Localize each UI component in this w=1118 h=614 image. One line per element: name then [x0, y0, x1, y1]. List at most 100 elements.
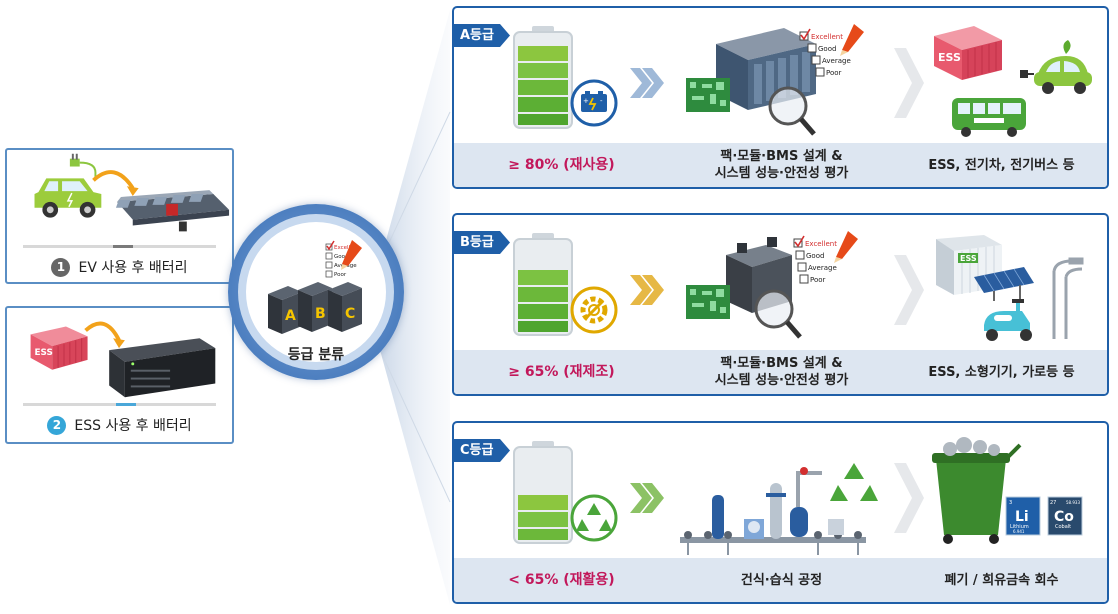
lithium-element-icon: 3 Li Lithium 6.941: [1005, 496, 1041, 536]
grade-tab-shape: [454, 24, 510, 47]
source-label: ESS 사용 후 배터리: [74, 418, 192, 434]
svg-text:Poor: Poor: [810, 276, 826, 284]
svg-text:ESS: ESS: [938, 51, 961, 64]
grade-classification-hub: Excellent Good Average Poor A: [228, 204, 404, 380]
grade-process: 팩·모듈·BMS 설계 & 시스템 성능·안전성 평가: [669, 143, 894, 187]
battery-level-icon: [513, 233, 573, 336]
process-line: 시스템 성능·안전성 평가: [714, 166, 849, 181]
svg-text:B: B: [315, 306, 326, 322]
svg-text:Lithium: Lithium: [1010, 524, 1029, 530]
grade-tab-shape: [454, 439, 510, 462]
card-divider: [23, 403, 216, 406]
card-divider: [23, 245, 216, 248]
grade-threshold: ≥ 65% (재제조): [508, 363, 615, 380]
svg-text:Co: Co: [1054, 509, 1074, 525]
svg-text:C: C: [345, 306, 355, 322]
pcb-board-icon: [686, 285, 730, 319]
battery-rack-icon: [109, 338, 216, 398]
svg-text:Poor: Poor: [334, 272, 347, 278]
svg-text:27: 27: [1050, 500, 1056, 506]
eco-car-icon: [1034, 40, 1092, 94]
grade-b-illustration: Excellent Good Average Poor ESS: [513, 231, 1084, 341]
street-lamp-icon: [1052, 257, 1084, 339]
source-card-ev: 1 EV 사용 후 배터리: [5, 148, 234, 284]
grade-threshold: < 65% (재활용): [508, 571, 615, 588]
evaluation-checklist-icon: Excellent Good Average Poor: [793, 231, 858, 284]
cobalt-element-icon: 27 58.933 Co Cobalt: [1047, 496, 1083, 536]
svg-text:Excellent: Excellent: [334, 245, 360, 251]
process-line: 시스템 성능·안전성 평가: [714, 373, 849, 388]
grade-tab-label: B등급: [460, 235, 494, 250]
grade-info-band: [454, 143, 1107, 187]
grade-applications: ESS, 소형기기, 가로등 등: [928, 364, 1075, 380]
charging-plug-icon: [1020, 70, 1034, 78]
grade-c-panel: C등급: [452, 421, 1109, 604]
svg-text:+: +: [583, 97, 589, 105]
source-card-ess: ESS 2 ESS 사용 후 배터리: [5, 306, 234, 444]
svg-text:A: A: [285, 308, 296, 324]
battery-level-icon: [513, 26, 573, 129]
grade-c-illustration: 3 Li Lithium 6.941 27 58.933 Co Cobalt: [513, 437, 1083, 555]
solar-panel-icon: [974, 267, 1034, 301]
step-number-badge: 2: [47, 415, 67, 435]
ev-to-battery-illustration: [34, 153, 230, 232]
svg-text:Excellent: Excellent: [811, 33, 843, 41]
recycle-badge-icon: [570, 494, 618, 542]
grade-tab-label: A등급: [460, 28, 494, 43]
separator-chevron-icon: [894, 463, 924, 533]
svg-text:Good: Good: [806, 252, 824, 260]
grade-info-band: [454, 350, 1107, 394]
car-battery-badge-icon: + -: [570, 79, 618, 127]
ess-container-icon: ESS: [30, 326, 88, 370]
battery-level-icon: [513, 441, 573, 544]
electric-bus-icon: [952, 98, 1026, 137]
svg-text:Average: Average: [808, 264, 837, 272]
flow-chevron-icon: [630, 275, 664, 305]
flow-chevron-icon: [630, 483, 664, 513]
charging-plug-icon: [69, 153, 97, 179]
flow-chevron-icon: [630, 68, 664, 98]
magnifier-icon: [754, 289, 802, 339]
source-caption-ev: 1 EV 사용 후 배터리: [7, 254, 232, 280]
grade-tab-shape: [454, 231, 510, 254]
battery-pack-icon: [115, 190, 230, 232]
evaluation-checklist-icon: Excellent Good Average Poor: [799, 24, 864, 77]
grade-a-panel: A등급 + -: [452, 6, 1109, 189]
process-line: 팩·모듈·BMS 설계 &: [720, 356, 843, 371]
grade-threshold: ≥ 80% (재사용): [508, 156, 615, 173]
hub-label: 등급 분류: [287, 347, 345, 363]
magnifier-icon: [768, 86, 816, 136]
battery-cell-stack-icon: A B C: [268, 282, 362, 334]
grade-process: 팩·모듈·BMS 설계 & 시스템 성능·안전성 평가: [669, 350, 894, 394]
gear-wrench-badge-icon: [570, 286, 618, 334]
grade-tab-label: C등급: [460, 443, 494, 458]
svg-text:Good: Good: [334, 254, 348, 260]
svg-text:Poor: Poor: [826, 69, 842, 77]
ess-to-battery-illustration: ESS: [30, 321, 216, 398]
grade-b-panel: B등급: [452, 213, 1109, 396]
grade-a-illustration: + - Excellent: [513, 24, 1092, 137]
grade-info-band: [454, 558, 1107, 602]
svg-text:Average: Average: [822, 57, 851, 65]
source-label: EV 사용 후 배터리: [78, 260, 188, 276]
svg-text:Li: Li: [1015, 509, 1029, 525]
svg-text:ESS: ESS: [35, 348, 53, 358]
svg-text:58.933: 58.933: [1066, 500, 1080, 505]
step-number-badge: 1: [51, 257, 71, 277]
ev-car-icon: [34, 178, 102, 218]
scooter-icon: [984, 299, 1032, 341]
grade-applications: ESS, 전기차, 전기버스 등: [928, 157, 1075, 173]
recycling-process-line-icon: [680, 467, 866, 555]
separator-chevron-icon: [894, 255, 924, 325]
checklist-icon: Excellent Good Average Poor: [325, 240, 362, 278]
grade-applications: 폐기 / 희유금속 회수: [944, 572, 1059, 588]
svg-text:Cobalt: Cobalt: [1055, 524, 1071, 530]
svg-text:3: 3: [1009, 500, 1012, 506]
svg-text:ESS: ESS: [960, 254, 977, 263]
svg-text:Excellent: Excellent: [805, 240, 837, 248]
ess-container-icon: ESS: [934, 26, 1002, 80]
process-line: 건식·습식 공정: [740, 572, 823, 588]
recycle-symbol-icon: [830, 463, 878, 501]
separator-chevron-icon: [894, 48, 924, 118]
process-line: 팩·모듈·BMS 설계 &: [720, 149, 843, 164]
